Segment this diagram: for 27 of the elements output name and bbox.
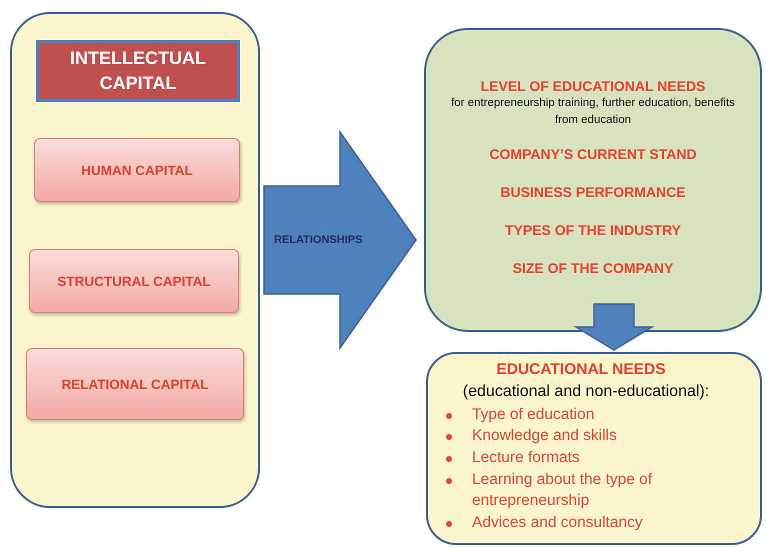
- bullet-item: Learning about the type of entrepreneurship: [472, 470, 652, 510]
- title-text: INTELLECTUAL CAPITAL: [69, 46, 207, 95]
- group-panel: [10, 12, 260, 508]
- capital-label: STRUCTURAL CAPITAL: [57, 274, 211, 288]
- edge-label: RELATIONSHIPS: [274, 234, 362, 246]
- factor-heading: SIZE OF THE COMPANY: [512, 260, 674, 276]
- factor-note: for entrepreneurship training, further education, benefits from education: [450, 96, 736, 128]
- factor-heading: COMPANY’S CURRENT STAND: [489, 146, 697, 162]
- factors-box: [424, 28, 762, 332]
- capital-box: [29, 249, 239, 313]
- capital-box: [26, 348, 244, 420]
- factor-heading: TYPES OF THE INDUSTRY: [504, 222, 682, 238]
- capital-label: RELATIONAL CAPITAL: [62, 376, 208, 392]
- bullet-item: Type of education: [472, 406, 594, 423]
- needs-heading: EDUCATIONAL NEEDS: [495, 360, 667, 380]
- factor-heading: LEVEL OF EDUCATIONAL NEEDS: [480, 78, 706, 94]
- title-box: [36, 40, 240, 102]
- block-arrow: [573, 303, 655, 351]
- block-arrow: [263, 130, 417, 350]
- needs-box: [426, 352, 762, 545]
- bullet-item: Advices and consultancy: [472, 514, 643, 531]
- factor-heading: BUSINESS PERFORMANCE: [500, 184, 686, 200]
- needs-subheading: (educational and non-educational):: [462, 382, 710, 402]
- bullet-item: Lecture formats: [472, 448, 580, 466]
- bullet-item: Knowledge and skills: [472, 427, 617, 444]
- capital-label: HUMAN CAPITAL: [81, 162, 193, 178]
- capital-box: [34, 138, 240, 202]
